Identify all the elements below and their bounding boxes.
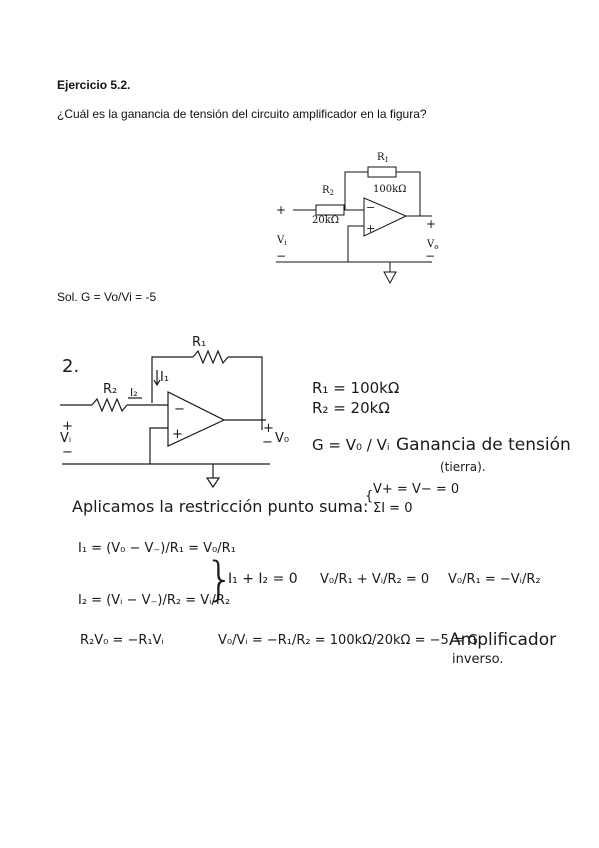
- hand-eq-i1: I₁ = (V₀ − V₋)/R₁ = V₀/R₁: [78, 541, 236, 556]
- hand-minus-in: −: [62, 445, 73, 460]
- hand-eq-r2vo: R₂V₀ = −R₁Vᵢ: [80, 633, 164, 648]
- hand-opamp-plus: +: [172, 427, 183, 442]
- op-amp-symbol: [363, 197, 408, 237]
- opamp-plus: +: [366, 222, 375, 235]
- vo-label: Vo: [426, 239, 438, 251]
- hand-number: 2.: [62, 356, 79, 377]
- opamp-minus: −: [366, 201, 375, 214]
- hand-plus-out: +: [263, 421, 274, 436]
- hand-eq-i2: I₂ = (Vᵢ − V₋)/R₂ = Vᵢ/R₂: [78, 593, 230, 608]
- resistor-r1-symbol: [367, 166, 397, 178]
- hand-brace: {: [365, 489, 373, 504]
- solution-line: Sol. G = Vo/Vi = -5: [57, 290, 157, 304]
- handwritten-notes: R₁ = 100kΩ R₂ = 20kΩ G = V₀ / Vᵢ Gananci…: [72, 379, 571, 667]
- hand-op-amp: [167, 391, 226, 447]
- hand-plus-in: +: [62, 419, 73, 434]
- resistor-r2-symbol: [315, 204, 345, 216]
- hand-ground-symbol: [205, 477, 221, 489]
- hand-condition-2: ΣI = 0: [373, 501, 412, 516]
- hand-gain-note: (tierra).: [440, 460, 486, 474]
- r1-value: 100kΩ: [373, 184, 406, 195]
- hand-eq-ratio: V₀/R₁ + Vᵢ/R₂ = 0: [320, 572, 429, 587]
- r2-label: R2: [322, 185, 334, 197]
- hand-conclusion-1: Amplificador: [449, 630, 556, 650]
- hand-r1-label: R₁: [192, 335, 206, 350]
- output-minus: −: [425, 249, 435, 263]
- hand-i2-label: I₂: [130, 386, 138, 399]
- hand-opamp-minus: −: [174, 402, 185, 417]
- exercise-question: ¿Cuál es la ganancia de tensión del circ…: [57, 107, 427, 121]
- hand-condition-1: V+ = V− = 0: [373, 482, 459, 497]
- output-plus: +: [426, 217, 436, 231]
- handwritten-circuit-diagram: [60, 349, 270, 489]
- hand-eq-solve: V₀/R₁ = −Vᵢ/R₂: [448, 572, 541, 587]
- r2-value: 20kΩ: [312, 215, 339, 226]
- hand-r1-value: R₁ = 100kΩ: [312, 379, 399, 397]
- hand-i1-label: I₁: [160, 370, 169, 385]
- hand-resistor-r2: [91, 397, 128, 413]
- hand-eq-sum: I₁ + I₂ = 0: [228, 571, 298, 587]
- hand-minus-out: −: [262, 435, 273, 450]
- hand-r2-label: R₂: [103, 382, 117, 397]
- input-plus: +: [276, 203, 286, 217]
- input-minus: −: [276, 249, 286, 263]
- hand-gain-text: Ganancia de tensión: [396, 435, 571, 455]
- exercise-title: Ejercicio 5.2.: [57, 78, 131, 92]
- vi-label: Vi: [276, 235, 287, 247]
- hand-r2-value: R₂ = 20kΩ: [312, 399, 390, 417]
- hand-big-brace: }: [205, 552, 234, 606]
- hand-vi-label: Vᵢ: [60, 431, 71, 446]
- r1-label: R1: [377, 152, 389, 164]
- ground-symbol: [383, 271, 397, 285]
- hand-restriction: Aplicamos la restricción punto suma:: [72, 497, 368, 516]
- hand-eq-final: V₀/Vᵢ = −R₁/R₂ = 100kΩ/20kΩ = −5 = G: [218, 633, 478, 648]
- hand-resistor-r1: [192, 349, 229, 365]
- hand-gain-def: G = V₀ / Vᵢ: [312, 436, 390, 454]
- hand-vo-label: V₀: [275, 431, 289, 446]
- hand-conclusion-2: inverso.: [452, 652, 504, 667]
- printed-circuit-diagram: [276, 166, 432, 285]
